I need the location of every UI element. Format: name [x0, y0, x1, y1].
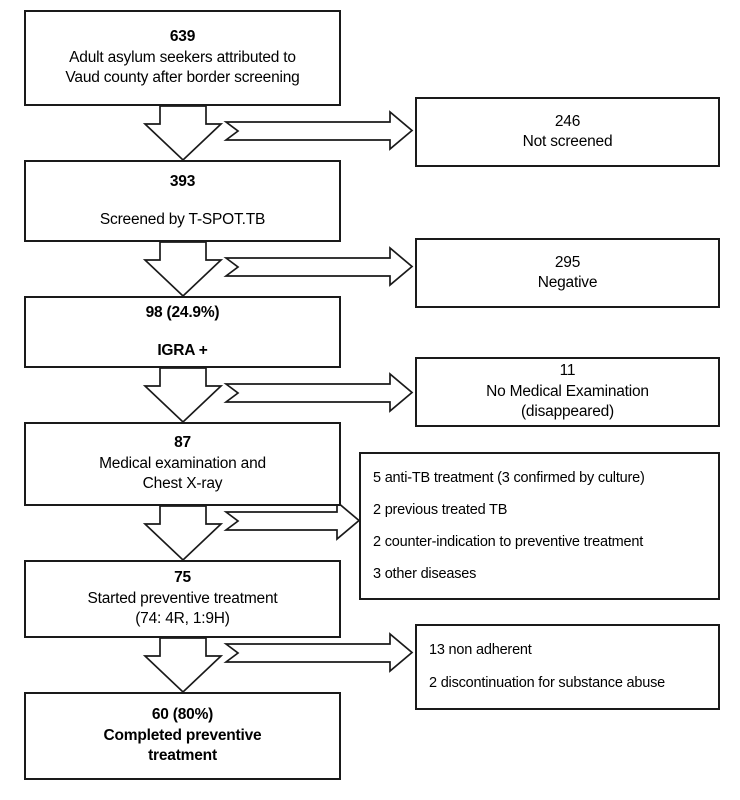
node-639[interactable]: 639 Adult asylum seekers attributed to V…: [24, 10, 341, 106]
down-arrow-4: [142, 505, 224, 562]
node-87-line1: Medical examination and: [99, 454, 266, 472]
side-295-line1: Negative: [537, 274, 598, 291]
side-295[interactable]: 295 Negative: [415, 238, 720, 308]
exclusion-item: 3 other diseases: [373, 565, 477, 582]
down-arrow-2: [142, 241, 224, 298]
side-exclusions[interactable]: 5 anti-TB treatment (3 confirmed by cult…: [359, 452, 720, 600]
side-11-count: 11: [559, 362, 576, 380]
node-60-line1: Completed preventive: [103, 726, 262, 744]
down-arrow-3: [142, 367, 224, 424]
side-dropouts[interactable]: 13 non adherent 2 discontinuation for su…: [415, 624, 720, 710]
right-arrow-1: [223, 110, 414, 151]
node-75-count: 75: [174, 569, 191, 587]
side-11-line2: (disappeared): [520, 403, 615, 421]
right-arrow-3: [223, 372, 414, 413]
node-393[interactable]: 393 Screened by T-SPOT.TB: [24, 160, 341, 242]
right-arrow-5: [223, 632, 414, 673]
node-60-count: 60 (80%): [151, 706, 214, 724]
node-639-count: 639: [169, 28, 196, 46]
down-arrow-5: [142, 637, 224, 694]
side-11[interactable]: 11 No Medical Examination (disappeared): [415, 357, 720, 427]
side-246-count: 246: [554, 112, 581, 130]
down-arrow-1: [142, 105, 224, 162]
side-246-line1: Not screened: [522, 133, 613, 150]
node-75-line1: Started preventive treatment: [87, 589, 278, 607]
node-393-italic-tb: TB: [245, 210, 266, 228]
side-295-count: 295: [554, 253, 581, 271]
node-75-line2: (74: 4R, 1:9H): [135, 610, 230, 628]
node-87-line2: Chest X-ray: [142, 475, 223, 493]
node-75[interactable]: 75 Started preventive treatment (74: 4R,…: [24, 560, 341, 638]
exclusion-item: 2 previous treated TB: [373, 501, 508, 518]
node-393-label: Screened by T-SPOT.TB: [100, 210, 265, 230]
node-393-line1: Screened by T-SPOT.: [99, 210, 246, 228]
side-246[interactable]: 246 Not screened: [415, 97, 720, 167]
node-393-count: 393: [169, 173, 196, 191]
node-639-line1: Adult asylum seekers attributed to: [69, 48, 296, 66]
node-87-count: 87: [174, 434, 191, 452]
node-98[interactable]: 98 (24.9%) IGRA +: [24, 296, 341, 368]
dropout-item: 2 discontinuation for substance abuse: [429, 675, 666, 692]
dropout-item: 13 non adherent: [429, 642, 532, 659]
exclusion-item: 5 anti-TB treatment (3 confirmed by cult…: [373, 469, 645, 486]
node-87[interactable]: 87 Medical examination and Chest X-ray: [24, 422, 341, 506]
exclusion-item: 2 counter-indication to preventive treat…: [373, 533, 644, 550]
node-60[interactable]: 60 (80%) Completed preventive treatment: [24, 692, 341, 780]
node-98-count: 98 (24.9%): [145, 304, 220, 322]
right-arrow-4: [223, 500, 361, 541]
node-639-line2: Vaud county after border screening: [65, 69, 300, 87]
right-arrow-2: [223, 246, 414, 287]
side-11-line1: No Medical Examination: [486, 382, 649, 400]
node-60-line2: treatment: [148, 747, 217, 765]
node-98-line1: IGRA +: [157, 341, 208, 359]
